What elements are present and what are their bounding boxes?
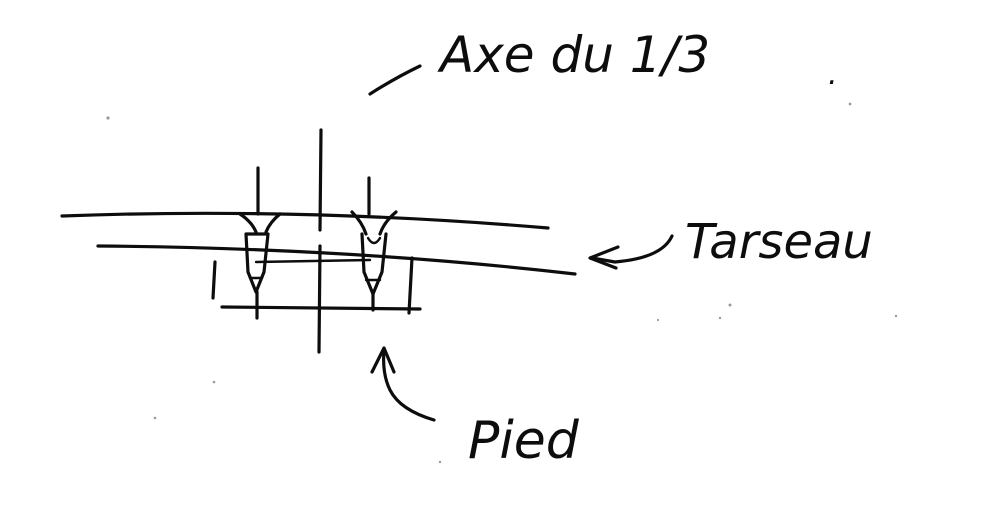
foot-label: Pied [468, 411, 580, 471]
foot-bar [220, 305, 422, 311]
axis-pointer-stroke [368, 64, 422, 96]
axis-label: Axe du 1/3 [437, 26, 710, 84]
right-peg [350, 176, 398, 312]
axis-line [317, 128, 323, 354]
foot-left-tick [211, 260, 217, 300]
beam-arrow [588, 234, 674, 270]
scan-noise [106, 102, 898, 464]
foot-arrow [370, 346, 436, 422]
beam-lower-edge [96, 244, 577, 276]
axis-label-dot: . [828, 57, 838, 92]
foot-right-tick [407, 256, 414, 315]
beam-label: Tarseau [685, 214, 873, 270]
peg-connector [254, 258, 372, 264]
beam-upper-edge [60, 211, 550, 230]
left-peg [238, 166, 282, 320]
